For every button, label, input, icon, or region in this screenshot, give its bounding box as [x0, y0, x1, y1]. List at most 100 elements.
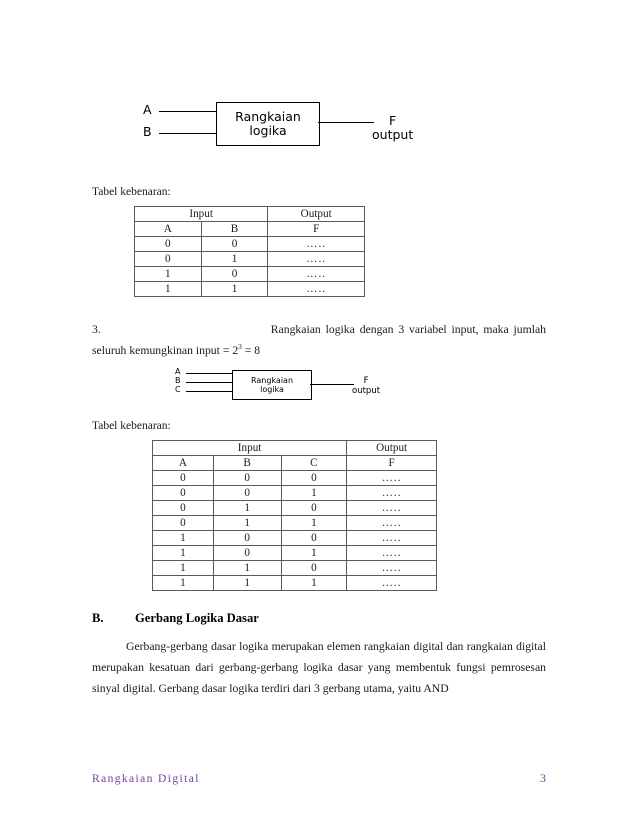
- table1-cell: 1: [200, 281, 269, 297]
- table1-cell: 0: [134, 236, 202, 252]
- list-item-3-number: 3.: [92, 323, 101, 336]
- section-b-letter: B.: [92, 611, 104, 625]
- table-row: 0 0 …..: [134, 236, 365, 252]
- diagram2-input-label-b: B: [175, 376, 181, 385]
- diagram2-output-group: F output: [352, 376, 381, 397]
- table1-cell: 0: [134, 251, 202, 267]
- table-row: 0 1 0 …..: [152, 500, 437, 516]
- diagram1-wire-f: [318, 122, 374, 123]
- table2-cell: 0: [212, 530, 282, 546]
- truth-table-label-1: Tabel kebenaran:: [92, 186, 171, 198]
- table-row: 1 1 …..: [134, 281, 365, 297]
- table-row-group-header: Input Output: [133, 206, 365, 222]
- table1-cell-output: …..: [267, 281, 365, 297]
- table1-cell: 0: [200, 236, 269, 252]
- diagram2-output-symbol: F: [363, 376, 369, 386]
- table1-cell-output: …..: [267, 266, 365, 282]
- table2-cell: 0: [212, 485, 282, 501]
- table2-cell-output: …..: [346, 500, 437, 516]
- block-diagram-3-input: A B C Rangkaian logika F output: [0, 0, 638, 400]
- table2-col-a: A: [152, 455, 214, 471]
- table-row: 0 1 …..: [134, 251, 365, 267]
- section-b-body: Gerbang-gerbang dasar logika merupakan e…: [92, 640, 546, 695]
- table2-col-c: C: [280, 455, 348, 471]
- list-item-3-text: Rangkaian logika dengan 3 variabel input…: [92, 323, 546, 357]
- table2-cell: 0: [280, 530, 348, 546]
- diagram1-output-symbol: F: [389, 113, 397, 128]
- table2-cell: 1: [212, 515, 282, 531]
- table1-cell: 1: [200, 251, 269, 267]
- table2-group-header-output: Output: [346, 440, 437, 456]
- table2-cell: 1: [212, 575, 282, 591]
- table2-cell: 0: [280, 560, 348, 576]
- table2-cell-output: …..: [346, 470, 437, 486]
- truth-table-1: Input Output A B F 0 0 ….. 0 1 ….. 1 0: [133, 206, 365, 297]
- truth-table-2: Input Output A B C F 0 0 0 ….. 0 0 1 …..: [151, 440, 437, 591]
- table-row: 1 0 …..: [134, 266, 365, 282]
- list-item-3-text-end: = 8: [241, 344, 261, 357]
- diagram2-input-label-c: C: [175, 385, 181, 394]
- table2-cell: 1: [152, 575, 214, 591]
- diagram2-block-line-2: logika: [260, 385, 284, 394]
- table2-cell-output: …..: [346, 560, 437, 576]
- table2-cell: 1: [280, 515, 348, 531]
- table2-cell: 0: [152, 470, 214, 486]
- table2-cell-output: …..: [346, 515, 437, 531]
- table-row: 1 1 1 …..: [152, 575, 437, 591]
- diagram2-wire-f: [310, 384, 354, 385]
- list-item-3-superscript: 3: [238, 343, 242, 352]
- table2-cell: 0: [212, 470, 282, 486]
- table1-group-header-output: Output: [267, 206, 365, 222]
- table1-cell-output: …..: [267, 251, 365, 267]
- table2-cell: 0: [280, 470, 348, 486]
- diagram2-block-line-1: Rangkaian: [250, 375, 294, 385]
- diagram1-output-label: output: [372, 127, 414, 143]
- table-row: 0 0 1 …..: [152, 485, 437, 501]
- table2-col-f: F: [346, 455, 437, 471]
- table2-cell: 1: [212, 500, 282, 516]
- table-row: 1 0 1 …..: [152, 545, 437, 561]
- table2-cell: 1: [152, 545, 214, 561]
- table2-cell: 0: [152, 500, 214, 516]
- table-row: 0 1 1 …..: [152, 515, 437, 531]
- table-row-group-header: Input Output: [151, 440, 437, 456]
- table2-cell-output: …..: [346, 575, 437, 591]
- diagram1-output-group: F output: [372, 113, 414, 143]
- table2-group-header-input: Input: [151, 440, 348, 456]
- table1-col-b: B: [200, 221, 269, 237]
- table-row-column-header: A B C F: [152, 455, 437, 471]
- page-footer: Rangkaian Digital 3: [92, 771, 546, 786]
- table2-cell: 1: [280, 575, 348, 591]
- table1-group-header-input: Input: [133, 206, 269, 222]
- diagram2-wire-b: [186, 382, 232, 383]
- diagram2-logic-block: Rangkaian logika: [232, 370, 312, 400]
- diagram1-input-label-a: A: [143, 102, 152, 117]
- diagram1-logic-block: Rangkaian logika: [216, 102, 320, 146]
- block-diagram-2-input: A B Rangkaian logika F output: [0, 0, 638, 170]
- table1-cell: 0: [200, 266, 269, 282]
- table-row: 1 0 0 …..: [152, 530, 437, 546]
- diagram2-output-label: output: [352, 385, 381, 396]
- table1-col-a: A: [134, 221, 202, 237]
- table1-cell: 1: [134, 281, 202, 297]
- table2-cell: 0: [280, 500, 348, 516]
- footer-title: Rangkaian Digital: [92, 773, 200, 785]
- table2-cell: 1: [280, 485, 348, 501]
- section-b-title: Gerbang Logika Dasar: [135, 611, 259, 625]
- table-row: 1 1 0 …..: [152, 560, 437, 576]
- list-item-3: 3.Rangkaian logika dengan 3 variabel inp…: [92, 319, 546, 361]
- diagram2-wire-a: [186, 373, 232, 374]
- table-row-column-header: A B F: [134, 221, 365, 237]
- diagram1-wire-a: [159, 111, 217, 112]
- diagram1-block-line-2: logika: [249, 123, 287, 138]
- table2-cell-output: …..: [346, 530, 437, 546]
- table2-cell-output: …..: [346, 545, 437, 561]
- footer-page-number: 3: [540, 771, 546, 785]
- table2-cell: 0: [152, 485, 214, 501]
- table2-cell: 1: [152, 530, 214, 546]
- table-row: 0 0 0 …..: [152, 470, 437, 486]
- table1-cell: 1: [134, 266, 202, 282]
- table2-col-b: B: [212, 455, 282, 471]
- diagram1-input-label-b: B: [143, 124, 152, 139]
